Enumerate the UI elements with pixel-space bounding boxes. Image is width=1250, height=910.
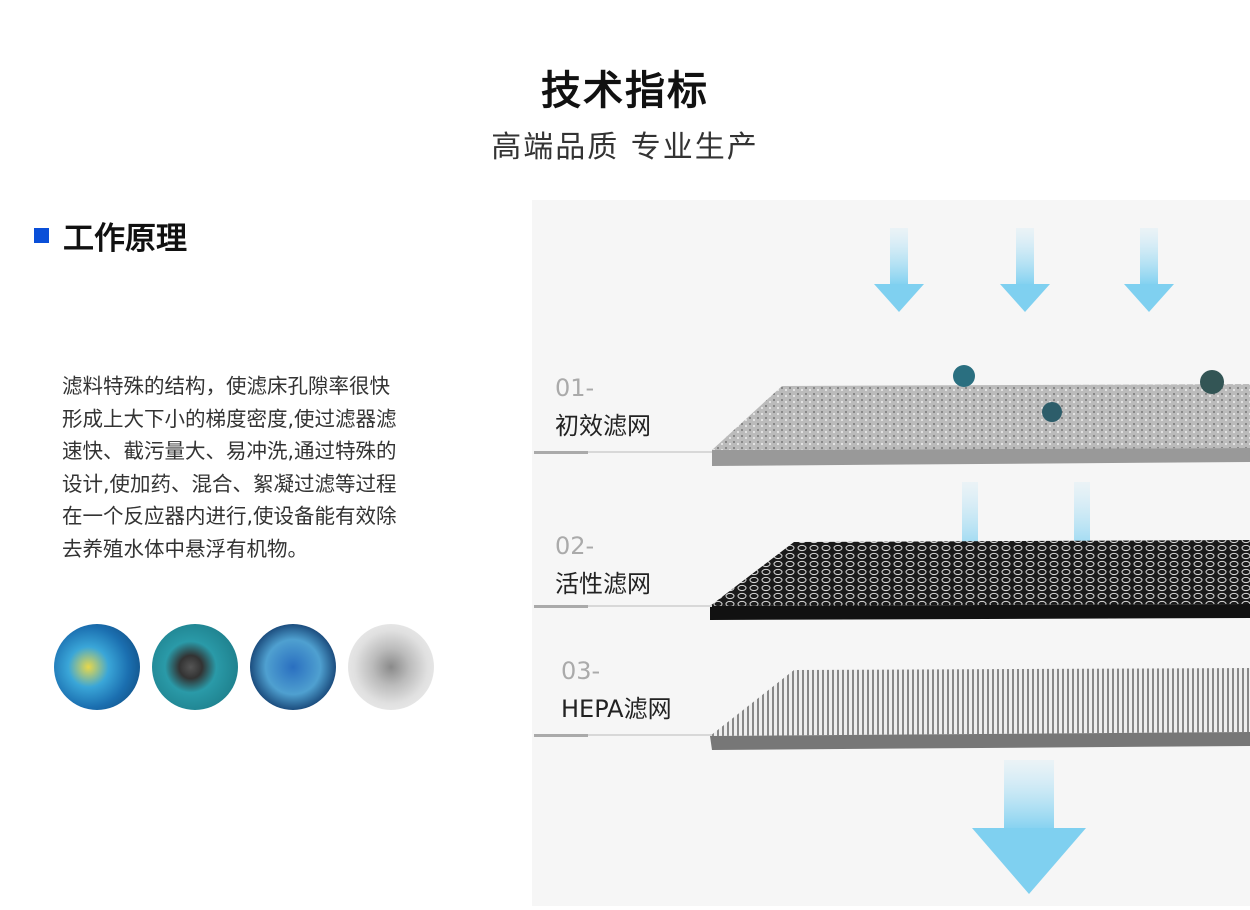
description-text: 滤料特殊的结构，使滤床孔隙率很快 形成上大下小的梯度密度,使过滤器滤 速快、截污… [62, 370, 452, 565]
particle-icon [953, 365, 975, 387]
layer-name: 初效滤网 [555, 412, 651, 440]
section-marker [34, 228, 49, 243]
particle-icon [1042, 402, 1062, 422]
page-subtitle: 高端品质 专业生产 [491, 130, 759, 165]
divider [534, 451, 712, 454]
layer-name: HEPA滤网 [561, 695, 672, 723]
section-heading: 工作原理 [34, 213, 187, 258]
filter-illustration [532, 200, 1250, 906]
page-title: 技术指标 [541, 68, 709, 114]
activated-carbon-layer [710, 540, 1250, 606]
layer-number: 01- [555, 374, 595, 402]
description-line: 设计,使加药、混合、絮凝过滤等过程 [62, 471, 397, 496]
description-line: 速快、截污量大、易冲洗,通过特殊的 [62, 439, 397, 463]
layer-label-2: 02- 活性滤网 [555, 532, 651, 599]
description-line: 滤料特殊的结构，使滤床孔隙率很快 [62, 374, 390, 398]
arrow-icon [972, 760, 1086, 894]
particle-icon [1200, 370, 1224, 394]
arrow-icon [1124, 228, 1174, 312]
layer-number: 02- [555, 532, 595, 560]
arrow-icon [874, 228, 924, 312]
layer-number: 03- [561, 657, 601, 685]
feature-images [54, 624, 434, 710]
divider [534, 605, 712, 608]
description-line: 在一个反应器内进行,使设备能有效除 [62, 504, 397, 528]
description-line: 形成上大下小的梯度密度,使过滤器滤 [62, 406, 397, 431]
bacteria-image [54, 624, 140, 710]
layer-label-3: 03- HEPA滤网 [561, 657, 672, 724]
divider [534, 734, 712, 737]
primary-filter-layer [712, 384, 1250, 450]
microbe-image [152, 624, 238, 710]
arrow-icon [1000, 228, 1050, 312]
virus-image [250, 624, 336, 710]
broken-chain-image [348, 624, 434, 710]
layer-label-1: 01- 初效滤网 [555, 374, 651, 441]
hepa-filter-layer [710, 668, 1250, 736]
layer-name: 活性滤网 [555, 570, 651, 598]
filter-layers-diagram [710, 228, 1250, 894]
section-title: 工作原理 [63, 221, 187, 257]
description-line: 去养殖水体中悬浮有机物。 [62, 536, 308, 561]
